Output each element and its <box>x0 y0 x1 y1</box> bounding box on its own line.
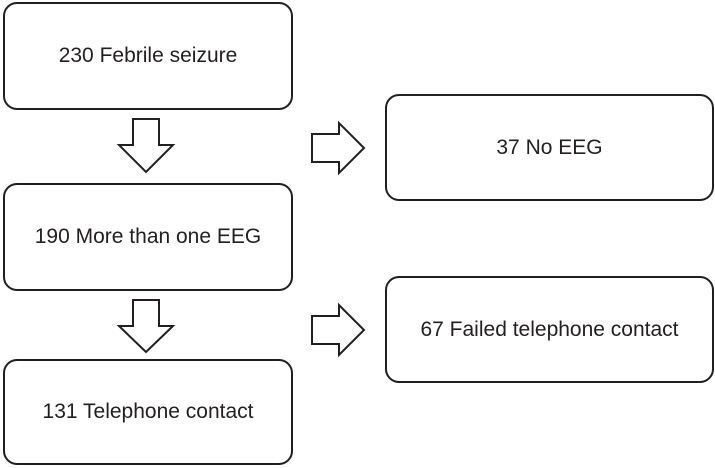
right-arrow-icon <box>311 120 366 176</box>
node-failed-telephone-contact-label: 67 Failed telephone contact <box>420 317 679 341</box>
down-arrow-icon <box>116 299 176 354</box>
node-no-eeg: 37 No EEG <box>385 94 714 201</box>
node-telephone-contact: 131 Telephone contact <box>3 359 293 465</box>
node-febrile-seizure: 230 Febrile seizure <box>3 2 293 110</box>
down-arrow-icon <box>116 118 176 174</box>
node-febrile-seizure-label: 230 Febrile seizure <box>58 44 238 67</box>
node-more-than-one-eeg: 190 More than one EEG <box>3 183 293 291</box>
node-telephone-contact-label: 131 Telephone contact <box>42 400 254 423</box>
node-more-than-one-eeg-label: 190 More than one EEG <box>34 225 262 248</box>
node-no-eeg-label: 37 No EEG <box>496 135 603 159</box>
node-failed-telephone-contact: 67 Failed telephone contact <box>385 276 714 383</box>
right-arrow-icon <box>311 302 366 358</box>
